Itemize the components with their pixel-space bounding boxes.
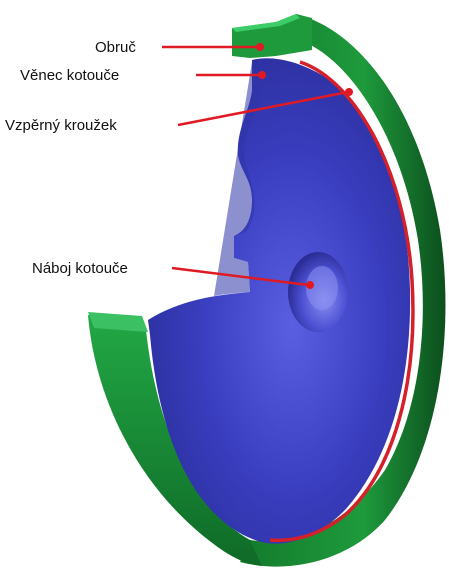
label-hub: Náboj kotouče bbox=[32, 260, 128, 277]
label-retaining-ring: Vzpěrný kroužek bbox=[5, 117, 117, 134]
pointer-dot-hub bbox=[306, 281, 314, 289]
label-rim: Obruč bbox=[95, 39, 136, 56]
rim-block bbox=[232, 14, 312, 58]
pointer-dot-retaining-ring bbox=[345, 88, 353, 96]
pointer-dot-wheel-rim bbox=[258, 71, 266, 79]
label-wheel-rim: Věnec kotouče bbox=[20, 67, 119, 84]
pointer-dot-rim bbox=[256, 43, 264, 51]
